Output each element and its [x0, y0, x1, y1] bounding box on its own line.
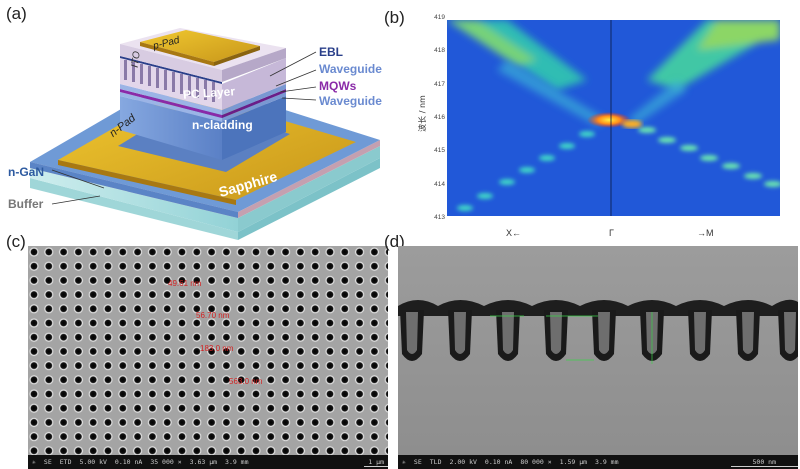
led-structure-diagram	[30, 28, 380, 240]
ebl-layer	[120, 56, 222, 84]
scale-bar-c: 1 µm	[364, 458, 388, 467]
ito-right	[222, 48, 286, 82]
sapphire-right	[238, 146, 380, 232]
n-gan-front	[30, 162, 238, 218]
sapphire-side-right	[238, 158, 380, 240]
n-cladding-front	[120, 96, 222, 160]
measurement-4: 563.0 nm	[229, 377, 263, 386]
y-tick-label: 419	[434, 14, 445, 21]
panel-c-label: (c)	[6, 232, 26, 251]
x-tick-x: X←	[506, 228, 522, 238]
y-tick-label: 417	[434, 80, 445, 88]
band-diagram-map	[447, 20, 780, 216]
buffer-label: Buffer	[8, 197, 44, 211]
y-tick-label: 415	[434, 147, 445, 155]
photonic-crystal-holes	[28, 246, 388, 455]
y-tick-label: 413	[434, 214, 445, 221]
green-measurements	[490, 312, 653, 364]
sapphire-side-left	[30, 178, 238, 240]
n-gan-label: n-GaN	[8, 165, 44, 179]
panel-a-label: (a)	[6, 4, 27, 23]
scale-bar-d: 500 nm	[730, 458, 798, 467]
sem-top-view	[28, 246, 388, 455]
waveguide-top-layer	[120, 84, 222, 115]
sapphire-front	[30, 168, 238, 232]
pc-holes-front	[124, 60, 215, 102]
waveguide-top-right	[222, 84, 286, 115]
measurement-3: 183.0 nm	[200, 344, 234, 353]
pc-layer-right	[222, 58, 286, 110]
y-axis-label: 波长 / nm	[417, 95, 427, 132]
mqw-layer	[120, 89, 222, 118]
waveguide-bottom-layer	[120, 92, 222, 122]
n-cladding-label: n-cladding	[192, 118, 253, 132]
y-tick-label: 414	[434, 180, 445, 188]
x-tick-m: →M	[697, 228, 714, 238]
n-pad-side	[58, 160, 236, 205]
waveguide-top-label: Waveguide	[319, 62, 382, 76]
sem-info-bar-c: ✳ SE ETD 5.00 kV 0.10 nA 35 000 × 3.63 µ…	[28, 455, 388, 469]
mqw-right	[222, 89, 286, 118]
p-pad-side-r	[214, 46, 260, 66]
ito-label: ITO	[129, 50, 143, 69]
panel-b-label: (b)	[384, 8, 405, 27]
mqws-label: MQWs	[319, 79, 357, 93]
sem-logo-icon: ✳	[32, 458, 36, 466]
measurement-1: 49.61 nm	[168, 279, 202, 288]
y-tick-labels: 419 418 417 416 415 414 413	[429, 14, 445, 221]
waveguide-bottom-label: Waveguide	[319, 94, 382, 108]
waveguide-bottom-right	[222, 92, 286, 122]
y-tick-label: 418	[434, 47, 445, 55]
measurement-2: 56.70 nm	[196, 311, 230, 320]
leader-lines	[51, 51, 317, 205]
sem-info-bar-d: ✳ SE TLD 2.00 kV 0.10 nA 80 000 × 1.59 µ…	[398, 455, 798, 469]
etched-holes	[400, 310, 798, 361]
y-tick-label: 416	[434, 114, 445, 121]
n-cladding-right	[222, 96, 286, 160]
sem-cross-section	[398, 246, 798, 455]
p-pad-side	[140, 42, 214, 66]
ebl-label: EBL	[319, 45, 343, 59]
p-pad-top	[140, 30, 260, 62]
ito-front	[120, 44, 222, 82]
x-tick-gamma: Γ	[609, 228, 614, 238]
sem-logo-icon-d: ✳	[402, 458, 406, 466]
